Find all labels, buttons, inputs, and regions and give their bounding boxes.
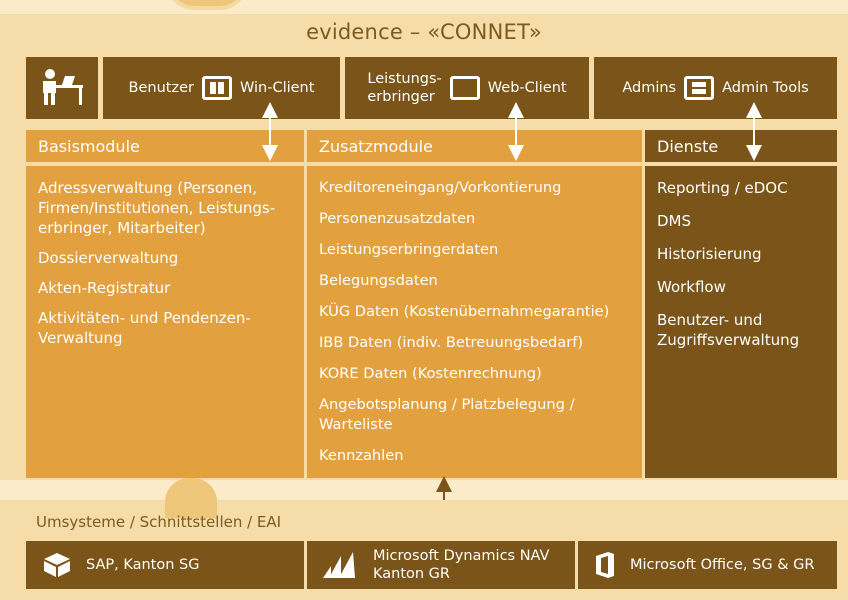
admin-tools-cell: Admins Admin Tools	[594, 57, 837, 119]
client-role-label: Benutzer	[128, 80, 194, 96]
client-name: Web-Client	[487, 80, 567, 96]
list-item: Leistungserbringerdaten	[319, 241, 499, 258]
umsystem-name: Microsoft Office, SG & GR	[630, 557, 815, 573]
list-item: Akten-Registratur	[38, 279, 171, 297]
monitor-window-icon	[201, 76, 232, 100]
client-role-label: Leistungs- erbringer	[367, 71, 442, 105]
umsystem-dynamics: Microsoft Dynamics NAV Kanton GR	[307, 541, 575, 589]
list-item: Kreditoreneingang/Vorkontierung	[319, 179, 562, 196]
umsystem-name: SAP, Kanton SG	[86, 557, 200, 573]
umsystem-name: Microsoft Dynamics NAV Kanton GR	[373, 548, 550, 582]
user-desk-icon	[26, 57, 98, 119]
dynamics-icon	[323, 552, 355, 578]
client-name: Win-Client	[239, 80, 315, 96]
list-item: Aktivitäten- und Pendenzen-Verwaltung	[38, 309, 251, 347]
umsystem-office: Microsoft Office, SG & GR	[578, 541, 837, 589]
list-item: Kennzahlen	[319, 447, 404, 464]
monitor-globe-icon	[449, 76, 480, 100]
win-client-cell: Benutzer Win-Client	[103, 57, 340, 119]
column-header-basismodule: Basismodule	[26, 130, 304, 162]
list-item: Adressverwaltung (Personen, Firmen/Insti…	[38, 179, 276, 237]
column-header-dienste: Dienste	[645, 130, 837, 162]
list-item: Historisierung	[657, 245, 762, 263]
column-header-zusatzmodule: Zusatzmodule	[307, 130, 642, 162]
list-item: Angebotsplanung / Platzbelegung / Wartel…	[319, 396, 575, 433]
dienste-list: Reporting / eDOC DMS Historisierung Work…	[645, 166, 837, 478]
list-item: Reporting / eDOC	[657, 179, 788, 197]
box-icon	[44, 553, 70, 577]
list-item: Workflow	[657, 278, 726, 296]
list-item: Dossierverwaltung	[38, 249, 179, 267]
list-item: Belegungsdaten	[319, 272, 438, 289]
umsysteme-label: Umsysteme / Schnittstellen / EAI	[36, 513, 282, 531]
list-item: IBB Daten (indiv. Betreuungsbedarf)	[319, 334, 584, 351]
umsystem-sap: SAP, Kanton SG	[26, 541, 304, 589]
client-role-label: Admins	[622, 80, 677, 96]
list-item: KORE Daten (Kostenrechnung)	[319, 365, 542, 382]
monitor-admin-icon	[684, 76, 715, 100]
list-item: Personenzusatzdaten	[319, 210, 476, 227]
web-client-cell: Leistungs- erbringer Web-Client	[345, 57, 589, 119]
list-item: DMS	[657, 212, 692, 230]
list-item: KÜG Daten (Kostenübernahmegarantie)	[319, 303, 610, 320]
client-name: Admin Tools	[722, 80, 809, 96]
basismodule-list: Adressverwaltung (Personen, Firmen/Insti…	[26, 166, 304, 478]
office-icon	[596, 552, 614, 578]
bottom-connector-tab	[165, 478, 217, 518]
diagram-title: evidence – «CONNET»	[306, 20, 542, 44]
list-item: Benutzer- und Zugriffsverwaltung	[657, 311, 800, 349]
zusatzmodule-list: Kreditoreneingang/Vorkontierung Personen…	[307, 166, 642, 478]
